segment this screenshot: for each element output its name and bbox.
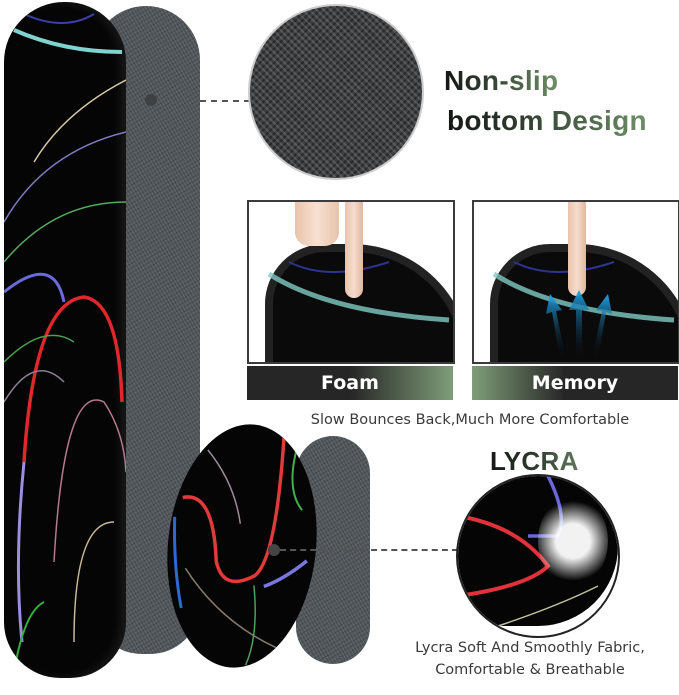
callout-dot-lycra [268,544,280,556]
lycra-closeup-circle [456,474,620,638]
pad-lines-icon [267,261,450,323]
callout-dot-fabric [145,94,157,106]
lycra-caption-line1: Lycra Soft And Smoothly Fabric, [415,640,645,656]
palm-rest-top [155,416,329,676]
bent-fingers-icon [295,202,339,246]
lycra-title: LYCRA [490,446,579,476]
comparison-caption: Slow Bounces Back,Much More Comfortable [310,412,630,428]
memory-panel [472,200,679,364]
callout-line-lycra [280,549,458,551]
pad-lines-icon [492,261,675,323]
fabric-glow-icon [538,496,608,586]
keyboard-rest-top [4,2,126,678]
foam-panel [247,200,455,364]
callout-line-fabric [200,100,250,102]
finger-icon [345,202,363,298]
headline-line2: bottom Design [447,105,647,136]
lycra-caption-line2: Comfortable & Breathable [435,662,625,678]
finger-icon [568,202,586,296]
headline-line1: Non-slip [444,65,559,96]
bounce-arrows-icon [546,290,612,360]
foam-label: Foam [247,366,453,400]
swirl-pattern-icon [173,427,308,666]
memory-label: Memory [472,366,678,400]
non-slip-texture-circle [248,4,424,180]
swirl-pattern-icon [4,13,126,673]
